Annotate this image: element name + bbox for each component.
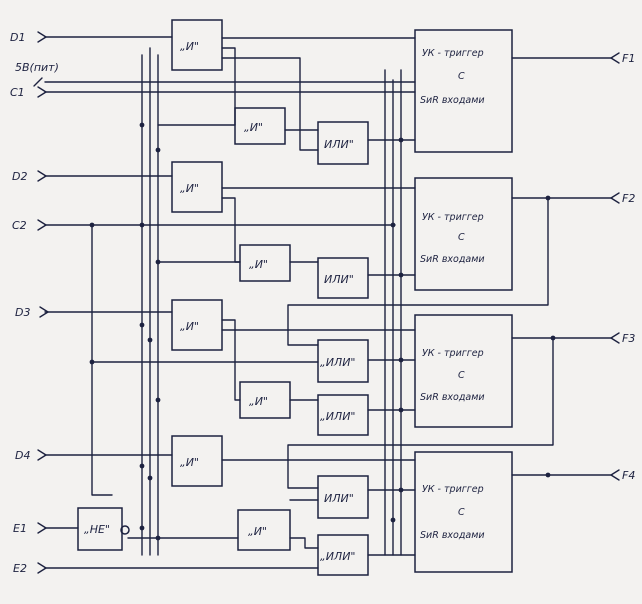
or-gate-6-label: „ИЛИ" xyxy=(320,550,356,563)
and-gate-3: „И" xyxy=(171,299,223,351)
or-gate-5: ИЛИ" xyxy=(317,475,369,519)
output-f2: F2 xyxy=(610,192,635,205)
jk-trigger-1-line3: SиR входами xyxy=(420,95,485,106)
or-gate-4: „ИЛИ" xyxy=(317,394,369,436)
not-gate: „НЕ" xyxy=(77,507,130,551)
input-label-d1: D1 xyxy=(10,31,25,44)
or-gate-3: „ИЛИ" xyxy=(317,339,369,383)
or-gate-2: ИЛИ" xyxy=(317,257,369,299)
jk-trigger-2-line1: УК - триггер xyxy=(422,212,484,223)
input-e2: E2 xyxy=(13,562,47,575)
input-label-c1: C1 xyxy=(10,86,25,99)
not-gate-label: „НЕ" xyxy=(84,523,110,536)
input-label-e2: E2 xyxy=(13,562,27,575)
and-gate-1-label: „И" xyxy=(180,40,199,53)
input-label-d2: D2 xyxy=(12,170,27,183)
and-gate-6-label: „И" xyxy=(249,258,268,271)
vertical-buses xyxy=(91,47,402,556)
jk-trigger-1: УК - триггер С SиR входами xyxy=(414,29,513,153)
input-label-c2: C2 xyxy=(12,219,27,232)
jk-trigger-3-line2: С xyxy=(458,370,465,381)
and-gate-6: „И" xyxy=(239,244,291,282)
input-d3: D3 xyxy=(15,306,49,319)
and-gate-4: „И" xyxy=(171,435,223,487)
and-gate-7: „И" xyxy=(239,381,291,419)
and-gate-8-label: „И" xyxy=(248,525,267,538)
input-label-d4: D4 xyxy=(15,449,30,462)
jk-trigger-4: УК - триггер С SиR входами xyxy=(414,451,513,573)
output-label-f4: F4 xyxy=(622,469,635,482)
or-gate-1: ИЛИ" xyxy=(317,121,369,165)
jk-trigger-2-line2: С xyxy=(458,232,465,243)
jk-trigger-2: УК - триггер С SиR входами xyxy=(414,177,513,291)
output-f3: F3 xyxy=(610,332,635,345)
output-label-f3: F3 xyxy=(622,332,635,345)
input-wires xyxy=(44,36,416,569)
and-gate-7-label: „И" xyxy=(249,395,268,408)
input-d2: D2 xyxy=(12,170,47,183)
junction-dots xyxy=(89,122,556,541)
and-gate-5: „И" xyxy=(234,107,286,145)
or-gate-6: „ИЛИ" xyxy=(317,534,369,576)
input-power: 5В(пит) xyxy=(15,61,59,87)
input-c2: C2 xyxy=(12,219,47,232)
input-label-power: 5В(пит) xyxy=(15,61,59,74)
or-gate-1-label: ИЛИ" xyxy=(324,138,354,151)
jk-trigger-4-line3: SиR входами xyxy=(420,530,485,541)
output-f4: F4 xyxy=(610,469,635,482)
input-e1: E1 xyxy=(13,522,47,535)
or-gate-4-label: „ИЛИ" xyxy=(320,410,356,423)
output-wires xyxy=(511,57,613,476)
input-label-e1: E1 xyxy=(13,522,27,535)
input-d1: D1 xyxy=(10,31,47,44)
jk-trigger-3: УК - триггер С SиR входами xyxy=(414,314,513,428)
input-label-d3: D3 xyxy=(15,306,30,319)
internal-wires xyxy=(91,37,554,556)
output-label-f1: F1 xyxy=(622,52,635,65)
and-gate-1: „И" xyxy=(171,19,223,71)
and-gate-8: „И" xyxy=(237,509,291,551)
jk-trigger-4-line2: С xyxy=(458,507,465,518)
jk-trigger-3-line1: УК - триггер xyxy=(422,348,484,359)
jk-trigger-1-line1: УК - триггер xyxy=(422,48,484,59)
output-f1: F1 xyxy=(610,52,635,65)
output-label-f2: F2 xyxy=(622,192,635,205)
and-gate-2-label: „И" xyxy=(180,182,199,195)
and-gate-2: „И" xyxy=(171,161,223,213)
jk-trigger-4-line1: УК - триггер xyxy=(422,484,484,495)
and-gate-5-label: „И" xyxy=(244,121,263,134)
and-gate-3-label: „И" xyxy=(180,320,199,333)
or-gate-5-label: ИЛИ" xyxy=(324,492,354,505)
jk-trigger-3-line3: SиR входами xyxy=(420,392,485,403)
jk-trigger-2-line3: SиR входами xyxy=(420,254,485,265)
jk-trigger-1-line2: С xyxy=(458,71,465,82)
input-d4: D4 xyxy=(15,449,47,462)
and-gate-4-label: „И" xyxy=(180,456,199,469)
or-gate-3-label: „ИЛИ" xyxy=(320,356,356,369)
input-c1: C1 xyxy=(10,86,47,99)
or-gate-2-label: ИЛИ" xyxy=(324,273,354,286)
